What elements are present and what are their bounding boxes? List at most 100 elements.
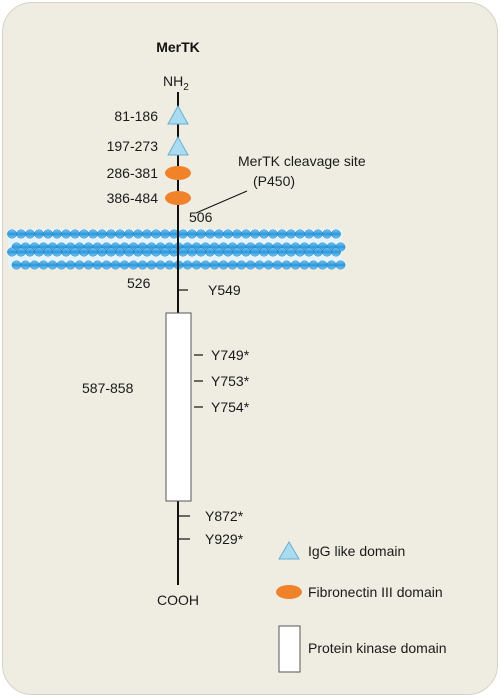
lipid-head <box>295 247 305 257</box>
legend-fibronectin-icon <box>276 585 302 599</box>
lipid-head <box>43 229 53 239</box>
lipid-head <box>214 229 224 239</box>
lipid-head <box>155 260 166 270</box>
lipid-head <box>223 247 233 257</box>
protein-title: MerTK <box>156 39 200 55</box>
lipid-head <box>124 247 134 257</box>
tyrosine-y754: Y754* <box>211 399 250 415</box>
igg-domain-2 <box>167 135 189 156</box>
lipid-head <box>101 260 112 270</box>
lipid-head <box>56 260 67 270</box>
lipid-head <box>335 260 346 270</box>
legend-igg-icon <box>278 541 300 560</box>
lipid-head <box>74 260 85 270</box>
cleavage-site-label: MerTK cleavage site <box>238 153 366 169</box>
tyrosine-y753: Y753* <box>211 373 250 389</box>
lipid-head <box>196 247 206 257</box>
lipid-head <box>137 260 148 270</box>
lipid-head <box>268 229 278 239</box>
lipid-head <box>268 247 278 257</box>
lipid-head <box>259 247 269 257</box>
lipid-head <box>259 229 269 239</box>
cleavage-site-sub: (P450) <box>253 173 295 189</box>
lipid-head <box>160 229 170 239</box>
lipid-head <box>119 260 130 270</box>
lipid-head <box>65 260 76 270</box>
lipid-head <box>79 229 89 239</box>
lipid-head <box>83 260 94 270</box>
lipid-head <box>106 229 116 239</box>
lipid-head <box>241 247 251 257</box>
igg-domain-1 <box>167 104 189 125</box>
lipid-head <box>43 247 53 257</box>
lipid-head <box>178 229 188 239</box>
membrane-start-label: 506 <box>189 209 213 225</box>
lipid-head <box>254 260 265 270</box>
lipid-head <box>97 229 107 239</box>
tyrosine-y749: Y749* <box>211 347 250 363</box>
lipid-head <box>52 247 62 257</box>
lipid-head <box>47 260 58 270</box>
igg-range-2: 197-273 <box>107 138 159 154</box>
lipid-head <box>205 247 215 257</box>
fibronectin-range-2: 386-484 <box>107 190 159 206</box>
lipid-head <box>88 247 98 257</box>
lipid-head <box>88 229 98 239</box>
lipid-head <box>61 247 71 257</box>
igg-range-1: 81-186 <box>114 108 158 124</box>
lipid-head <box>313 247 323 257</box>
lipid-head <box>304 247 314 257</box>
lipid-head <box>317 260 328 270</box>
lipid-head <box>133 247 143 257</box>
fibronectin-range-1: 286-381 <box>107 165 159 181</box>
lipid-head <box>133 229 143 239</box>
membrane-end-label: 526 <box>127 275 151 291</box>
lipid-head <box>227 260 238 270</box>
lipid-head <box>326 260 337 270</box>
cell-membrane <box>7 229 346 270</box>
lipid-head <box>142 247 152 257</box>
lipid-head <box>79 247 89 257</box>
lipid-head <box>322 229 332 239</box>
lipid-head <box>70 229 80 239</box>
lipid-head <box>110 260 121 270</box>
lipid-head <box>106 247 116 257</box>
lipid-head <box>70 247 80 257</box>
lipid-head <box>322 247 332 257</box>
lipid-head <box>232 229 242 239</box>
lipid-head <box>218 260 229 270</box>
lipid-head <box>25 247 35 257</box>
lipid-head <box>115 229 125 239</box>
fibronectin-domain-1 <box>165 166 191 180</box>
lipid-head <box>232 247 242 257</box>
lipid-head <box>286 229 296 239</box>
lipid-head <box>52 229 62 239</box>
lipid-head <box>209 260 220 270</box>
c-terminus-label: COOH <box>157 592 199 608</box>
lipid-head <box>151 247 161 257</box>
lipid-head <box>16 247 26 257</box>
lipid-head <box>20 260 31 270</box>
lipid-head <box>182 260 193 270</box>
lipid-head <box>214 247 224 257</box>
lipid-head <box>160 247 170 257</box>
lipid-head <box>11 260 22 270</box>
lipid-head <box>187 247 197 257</box>
lipid-head <box>16 229 26 239</box>
legend-igg-label: IgG like domain <box>308 543 405 559</box>
lipid-head <box>281 260 292 270</box>
lipid-head <box>313 229 323 239</box>
legend-fibronectin-label: Fibronectin III domain <box>308 584 443 600</box>
lipid-head <box>299 260 310 270</box>
lipid-head <box>34 247 44 257</box>
lipid-head <box>272 260 283 270</box>
lipid-head <box>115 247 125 257</box>
lipid-head <box>223 229 233 239</box>
lipid-head <box>277 229 287 239</box>
lipid-head <box>308 260 319 270</box>
lipid-head <box>250 247 260 257</box>
lipid-head <box>187 229 197 239</box>
kinase-range-label: 587-858 <box>82 380 134 396</box>
